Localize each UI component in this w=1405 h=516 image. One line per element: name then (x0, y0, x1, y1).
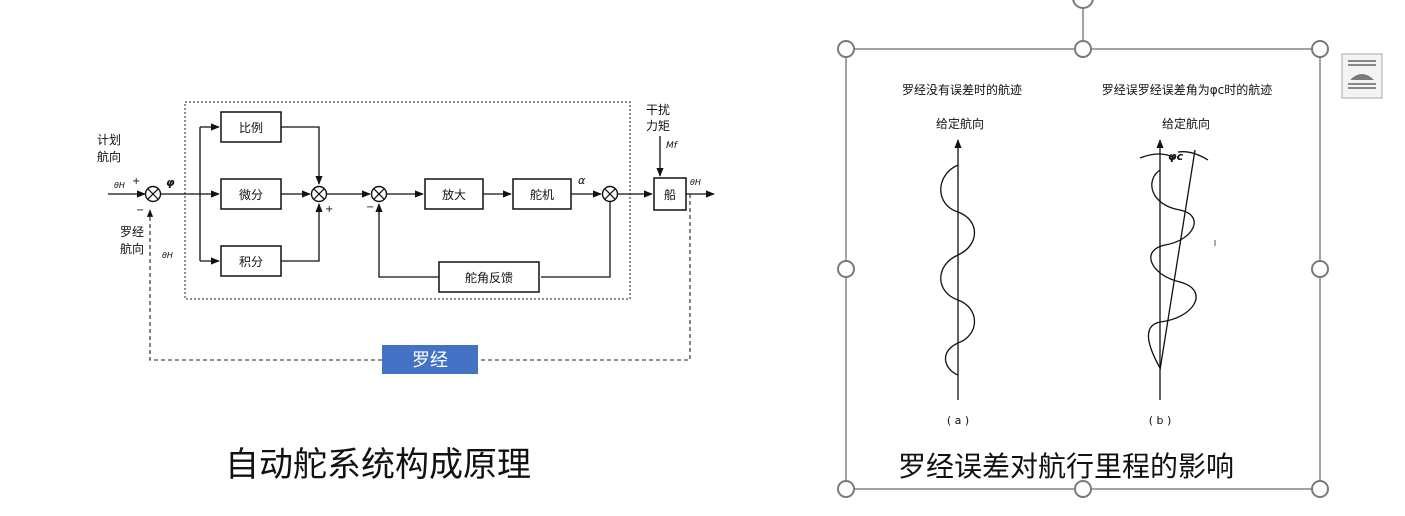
ship-block (653, 177, 687, 211)
minus-sign: − (136, 205, 144, 216)
controller-boundary (184, 101, 631, 300)
rotate-handle[interactable] (1072, 0, 1094, 9)
selection-frame (845, 48, 1321, 490)
steering-gear-label: 舵机 (530, 187, 554, 202)
steering-gear-block (512, 178, 572, 210)
layout-options-button[interactable] (1341, 53, 1383, 99)
alpha-label: α (578, 174, 586, 187)
left-caption: 自动舵系统构成原理 (225, 445, 531, 485)
plus-sign-2: + (325, 204, 333, 215)
phi-c-label: φc (1168, 150, 1184, 163)
phi-label: φ (166, 176, 175, 189)
integral-block (220, 245, 282, 277)
resize-handle-bottom-left[interactable] (837, 480, 855, 498)
amplifier-label: 放大 (442, 187, 466, 202)
resize-handle-left[interactable] (837, 260, 855, 278)
disturbance-label-2: 力矩 (646, 119, 670, 133)
summing-junction-3 (370, 185, 388, 203)
title-a: 罗经没有误差时的航迹 (902, 82, 1022, 97)
compass-heading-label-1: 罗经 (120, 225, 144, 239)
wrap-text-icon (1348, 60, 1376, 89)
compass-heading-label-2: 航向 (120, 241, 144, 256)
plan-heading-label-2: 航向 (97, 149, 121, 164)
summing-junction-2 (310, 185, 328, 203)
ship-label: 船 (664, 188, 676, 202)
resize-handle-bottom[interactable] (1074, 480, 1092, 498)
resize-handle-top-left[interactable] (837, 40, 855, 58)
disturbance-label-1: 干扰 (646, 103, 670, 117)
track-curve-b (1147, 169, 1197, 369)
proportional-block (220, 111, 282, 143)
right-caption: 罗经误差对航行里程的影响 (898, 450, 1234, 483)
drift-line-b (1159, 149, 1196, 371)
disturbance-symbol: Mf (666, 141, 679, 151)
given-heading-a: 给定航向 (936, 116, 984, 131)
resize-handle-top-right[interactable] (1311, 40, 1329, 58)
rudder-feedback-label: 舵角反馈 (465, 270, 513, 285)
track-figure-selection[interactable]: 罗经没有误差时的航迹 罗经误罗经误差角为φc时的航迹 给定航向 给定航向 ( a… (837, 0, 1329, 498)
minus-sign-2: − (366, 202, 374, 213)
theta-in-label: θH (114, 181, 125, 190)
plan-heading-label-1: 计划 (97, 133, 121, 147)
phi-arc-left (1139, 153, 1176, 159)
resize-handle-top[interactable] (1074, 40, 1092, 58)
compass-tag (382, 345, 478, 374)
integral-label: 积分 (239, 255, 263, 269)
label-b: ( b ) (1149, 414, 1172, 427)
given-heading-b: 给定航向 (1162, 116, 1210, 131)
track-curve-a (940, 164, 975, 376)
theta-out-label: θH (690, 178, 701, 187)
resize-handle-bottom-right[interactable] (1311, 480, 1329, 498)
rudder-feedback-block (438, 261, 540, 293)
summing-junction-1 (144, 185, 162, 203)
summing-junction-4 (601, 185, 619, 203)
differential-block (220, 178, 282, 210)
title-b: 罗经误罗经误差角为φc时的航迹 (1102, 82, 1273, 97)
resize-handle-right[interactable] (1311, 260, 1329, 278)
plus-sign: + (132, 176, 140, 187)
label-a: ( a ) (947, 414, 969, 427)
phi-arc-right (1177, 151, 1209, 161)
proportional-label: 比例 (239, 121, 263, 135)
differential-label: 微分 (239, 188, 263, 202)
compass-tag-label: 罗经 (412, 350, 448, 371)
theta-fb-label: θH (162, 251, 173, 260)
autopilot-block-diagram: 计划 航向 θH + − 罗经 航向 θH φ 比例 微分 积分 (97, 101, 715, 485)
